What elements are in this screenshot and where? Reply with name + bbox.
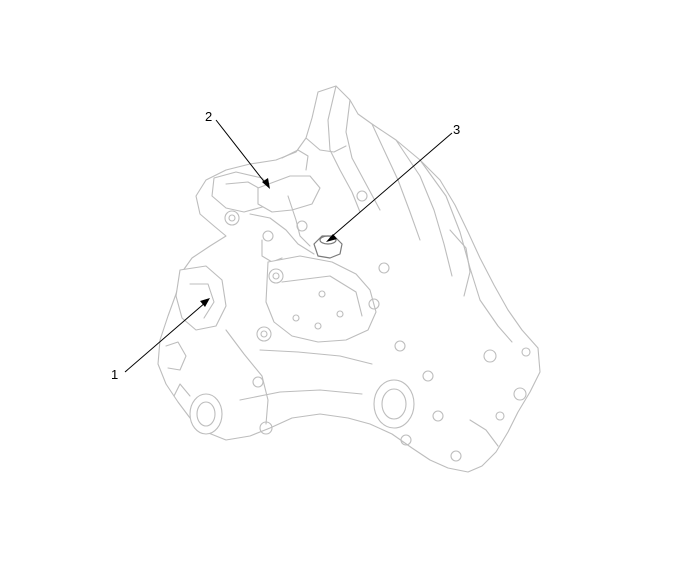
plug-item-3 <box>313 235 343 259</box>
leader-line-2 <box>215 119 270 189</box>
callout-label-3: 3 <box>453 122 461 137</box>
leader-line-1 <box>124 298 210 373</box>
callout-label-1: 1 <box>111 367 119 382</box>
callout-label-2: 2 <box>205 109 213 124</box>
transaxle-assembly <box>157 85 541 473</box>
leader-line-3 <box>326 132 453 242</box>
output-seal <box>373 379 415 429</box>
mount-bracket-item-1 <box>165 265 227 371</box>
